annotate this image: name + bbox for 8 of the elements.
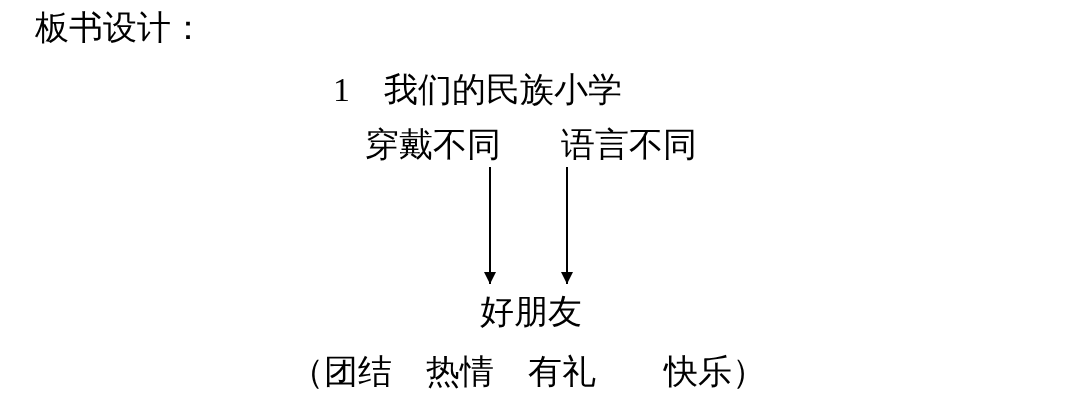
node-text: 好朋友: [466, 292, 596, 332]
arrow: [561, 166, 573, 285]
text-label: 1 我们的民族小学: [333, 70, 622, 110]
text-label: （团结 热情 有礼 快乐）: [290, 352, 766, 392]
arrow: [484, 166, 496, 285]
node-text: 语言不同: [546, 125, 711, 165]
text-label: 板书设计：: [35, 8, 205, 48]
node-text: 穿戴不同: [350, 125, 515, 165]
